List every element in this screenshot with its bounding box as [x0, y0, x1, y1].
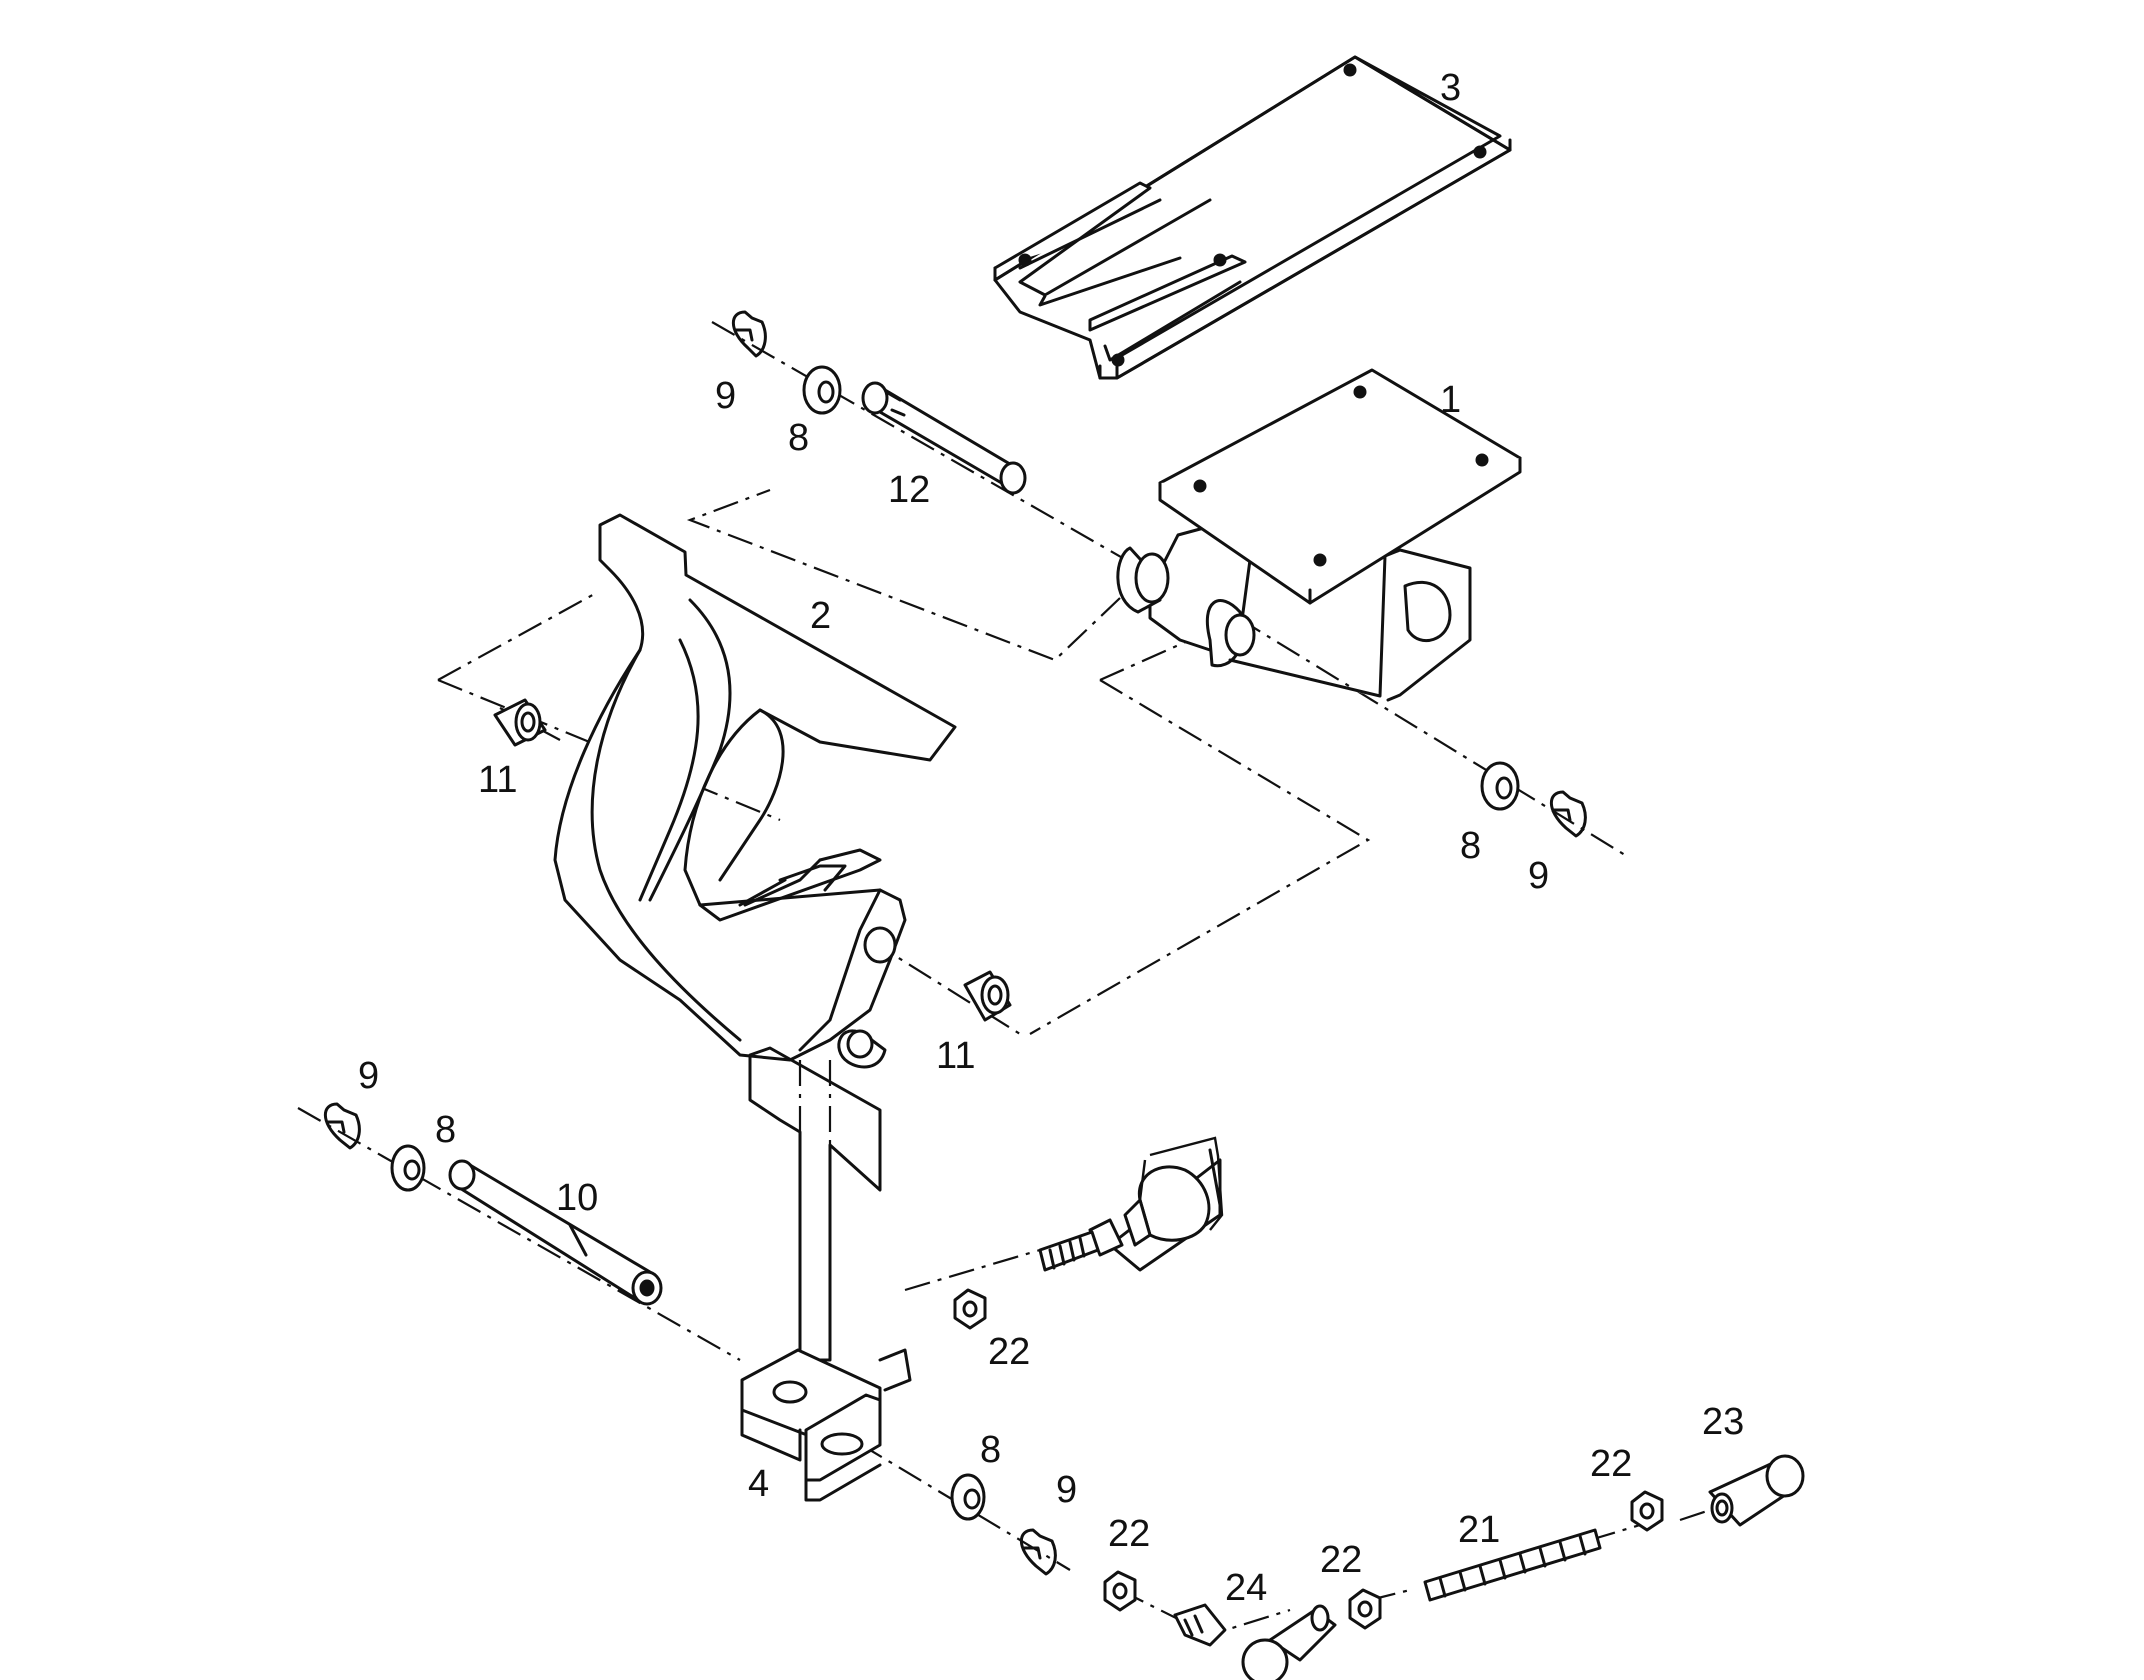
part-8-washer-2: [1480, 761, 1520, 811]
part-11-bushing-upper: [493, 698, 547, 747]
part-11-bushing-lower: [963, 970, 1012, 1022]
part-2-pedal-arm: [553, 513, 957, 1069]
callout-labels: 1 2 3 4 8 8 8 8 9 9 9 9 10 11 11 12 21 2…: [358, 67, 1744, 1609]
part-3-slotted-plate: [993, 55, 1512, 380]
callout-8-a: 8: [788, 417, 809, 459]
callout-4: 4: [748, 1463, 769, 1505]
callout-22-a: 22: [988, 1331, 1030, 1373]
part-8-washer-4: [950, 1473, 986, 1521]
callout-9-b: 9: [1528, 855, 1549, 897]
part-22-nut-4: [1630, 1490, 1664, 1532]
callout-12: 12: [888, 469, 930, 511]
callout-24: 24: [1225, 1567, 1267, 1609]
shaft-housing: [1138, 1136, 1224, 1231]
part-24-ball-joint: [1173, 1603, 1337, 1680]
part-4-lever-clevis: [740, 1046, 912, 1502]
callout-1: 1: [1440, 379, 1461, 421]
part-21-threaded-rod: [1423, 1528, 1602, 1602]
callout-10: 10: [556, 1177, 598, 1219]
part-22-nut-1: [953, 1288, 987, 1330]
threaded-stud-assembly: [1038, 1148, 1222, 1272]
part-9-clip-1: [731, 310, 767, 358]
callout-8-d: 8: [980, 1429, 1001, 1471]
callout-22-b: 22: [1108, 1513, 1150, 1555]
callout-22-d: 22: [1590, 1443, 1632, 1485]
callout-21: 21: [1458, 1509, 1500, 1551]
part-9-clip-4: [1019, 1528, 1057, 1576]
part-22-nut-3: [1348, 1588, 1382, 1630]
callout-9-d: 9: [1056, 1469, 1077, 1511]
callout-11-b: 11: [936, 1035, 975, 1077]
callout-8-c: 8: [435, 1109, 456, 1151]
callout-9-c: 9: [358, 1055, 379, 1097]
part-9-clip-2: [1549, 790, 1587, 838]
part-12-upper-pin: [861, 381, 1027, 495]
part-8-washer-1: [802, 365, 842, 415]
callout-3: 3: [1440, 67, 1461, 109]
part-9-clip-3: [323, 1102, 361, 1150]
part-1-pedal-pad: [1116, 368, 1522, 702]
part-22-nut-2: [1103, 1570, 1137, 1612]
part-8-washer-3: [390, 1144, 426, 1192]
part-23-end-cap: [1708, 1454, 1805, 1527]
callout-8-b: 8: [1460, 825, 1481, 867]
callout-9-a: 9: [715, 375, 736, 417]
callout-11-a: 11: [478, 759, 517, 801]
callout-23: 23: [1702, 1401, 1744, 1443]
callout-22-c: 22: [1320, 1539, 1362, 1581]
part-10-lower-pin: [448, 1159, 663, 1306]
callout-2: 2: [810, 595, 831, 637]
